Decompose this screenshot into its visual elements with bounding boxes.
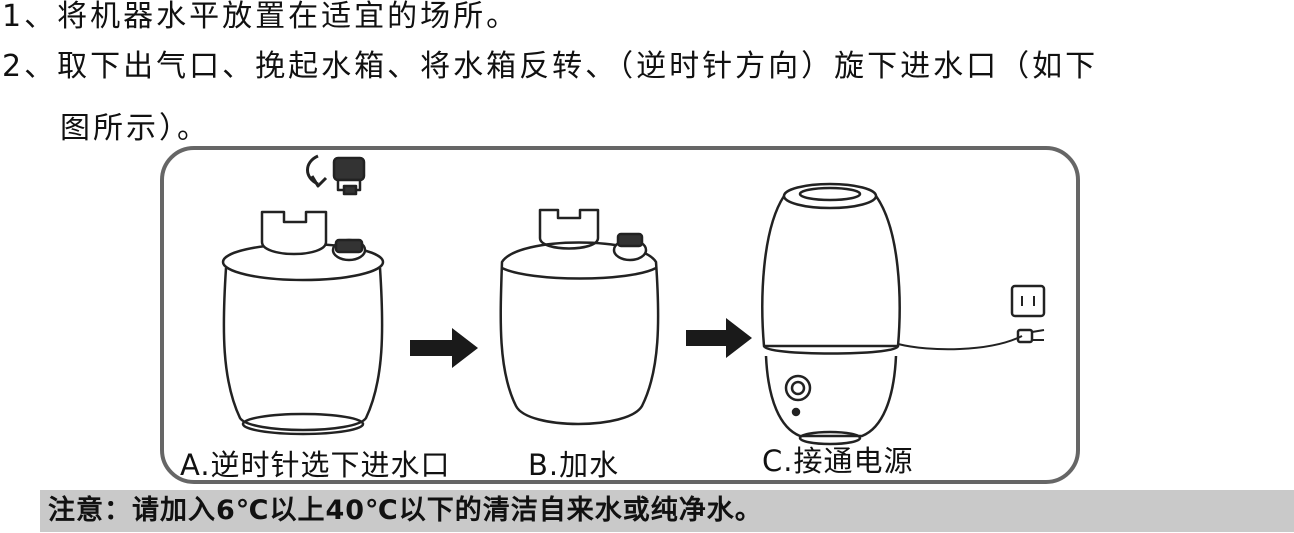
- rotate-arrow-icon: [306, 154, 328, 188]
- arrow-right-icon: [686, 318, 752, 358]
- water-tank-a: [221, 210, 385, 436]
- illustration-frame: [160, 146, 1080, 484]
- humidifier: [761, 182, 1045, 446]
- water-tank-b: [499, 208, 660, 426]
- power-outlet-icon: [1010, 284, 1046, 318]
- arrow-right-icon: [410, 328, 478, 368]
- caption-step-a: A.逆时针选下进水口: [180, 448, 451, 482]
- step-2-text-continued: 图所示）。: [60, 111, 210, 146]
- step-1-text: 1、将机器水平放置在适宜的场所。: [2, 0, 520, 34]
- caption-step-b: B.加水: [528, 448, 620, 482]
- step-2-text: 2、取下出气口、挽起水箱、将水箱反转、（逆时针方向）旋下进水口（如下: [2, 49, 1099, 84]
- warning-note: 注意：请加入6℃以上40℃以下的清洁自来水或纯净水。: [40, 490, 1294, 532]
- caption-step-c: C.接通电源: [762, 444, 914, 478]
- water-inlet-cap-icon: [332, 156, 366, 196]
